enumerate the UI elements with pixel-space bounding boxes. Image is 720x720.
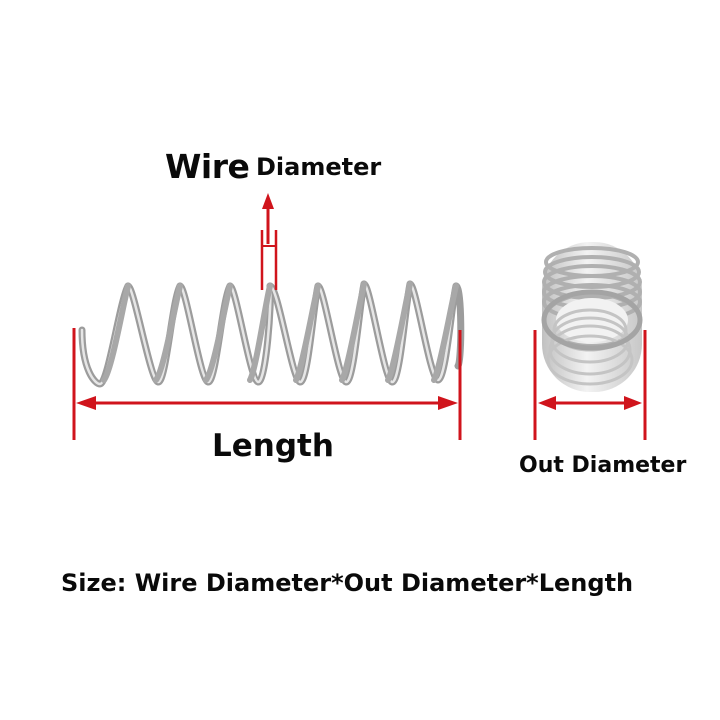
- compression-spring-side-view: [78, 280, 465, 388]
- out-diameter-dimension: [533, 330, 647, 440]
- compression-spring-end-view: [541, 242, 643, 392]
- length-label: Length: [212, 428, 334, 464]
- length-dimension: [72, 328, 462, 440]
- out-diameter-label: Out Diameter: [519, 453, 687, 478]
- size-formula-caption: Size: Wire Diameter*Out Diameter*Length: [61, 569, 634, 597]
- wire-diameter-indicator: [260, 193, 278, 290]
- wire-label: Wire: [165, 147, 250, 186]
- diameter-label: Diameter: [256, 153, 382, 181]
